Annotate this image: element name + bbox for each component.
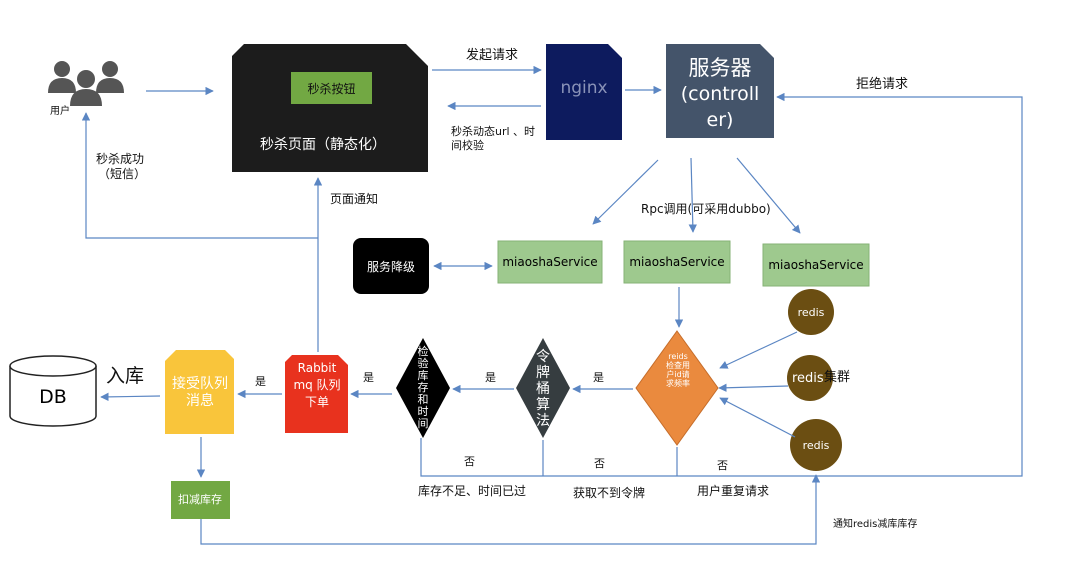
service-degrade-label: 服务降级	[366, 259, 415, 274]
seckill-success-label-1: 秒杀成功	[96, 152, 145, 166]
yes-label-4: 是	[255, 375, 266, 388]
seckill-page-box	[232, 44, 428, 172]
redis-check-diamond	[635, 330, 719, 446]
miaosha-service-b	[623, 240, 731, 284]
deduct-stock-label: 扣减库存	[178, 493, 222, 506]
nginx-box	[546, 44, 622, 140]
receive-queue-box	[165, 350, 234, 434]
seckill-button[interactable]	[291, 72, 372, 104]
rabbitmq-label: Rabbit mq 队列 下单	[293, 361, 341, 409]
token-bucket-label: 令牌桶算法	[536, 349, 550, 429]
user-label: 用户	[50, 106, 70, 117]
no-label-3: 否	[717, 459, 728, 472]
reject-request-label: 拒绝请求	[856, 77, 909, 92]
redis-top-label: redis	[797, 305, 825, 319]
database-icon	[9, 355, 97, 427]
server-label-3: er)	[706, 109, 734, 131]
miaosha-service-a	[497, 240, 603, 284]
token-bucket-diamond	[516, 338, 570, 438]
redis-node-top	[788, 289, 834, 335]
server-label-1: 服务器	[688, 56, 752, 80]
seckill-button-label[interactable]: 秒杀按钮	[307, 81, 356, 96]
redis-cluster-node	[787, 355, 833, 401]
dynamic-url-label-1: 秒杀动态url 、时	[451, 125, 536, 138]
deduct-stock-box	[171, 481, 230, 519]
check-stock-diamond	[396, 338, 450, 438]
seckill-success-label-2: （短信）	[98, 167, 147, 181]
server-label-2: (controll	[680, 83, 760, 105]
seckill-page-label: 秒杀页面（静态化）	[260, 137, 386, 153]
server-box	[666, 44, 774, 138]
yes-label-2: 是	[485, 371, 496, 384]
miaosha-service-b-label: miaoshaService	[629, 255, 725, 269]
stock-shortage-label: 库存不足、时间已过	[418, 484, 527, 498]
redis-bottom-label: redis	[802, 438, 830, 452]
notify-redis-label: 通知redis减库库存	[833, 519, 918, 530]
redis-cluster-label-a: redis	[792, 371, 824, 386]
redis-cluster-label-b: 集群	[824, 370, 851, 385]
receive-queue-label: 接受队列消息	[172, 376, 228, 409]
send-request-label: 发起请求	[466, 48, 519, 63]
connectors	[81, 65, 1023, 545]
into-db-label: 入库	[106, 365, 145, 387]
rpc-call-label: Rpc调用(可采用dubbo)	[641, 202, 771, 216]
service-degrade-box	[353, 238, 429, 294]
page-notify-label: 页面通知	[330, 192, 379, 206]
rabbitmq-box	[285, 355, 348, 433]
nginx-label: nginx	[560, 78, 608, 98]
redis-check-label: reids检查用户id请求频率	[666, 352, 690, 388]
repeat-request-label: 用户重复请求	[697, 484, 770, 498]
no-token-label: 获取不到令牌	[573, 486, 646, 500]
miaosha-service-c-label: miaoshaService	[768, 258, 864, 272]
no-label-1: 否	[464, 455, 475, 468]
no-label-2: 否	[594, 457, 605, 470]
check-stock-label: 检验库存和时间	[417, 345, 429, 430]
yes-label-3: 是	[363, 371, 374, 384]
yes-label-1: 是	[593, 371, 604, 384]
users-icon	[48, 61, 124, 106]
miaosha-service-a-label: miaoshaService	[502, 255, 598, 269]
miaosha-service-c	[762, 243, 870, 287]
dynamic-url-label-2: 间校验	[451, 139, 484, 152]
db-label: DB	[39, 386, 67, 408]
redis-node-bottom	[790, 419, 842, 471]
